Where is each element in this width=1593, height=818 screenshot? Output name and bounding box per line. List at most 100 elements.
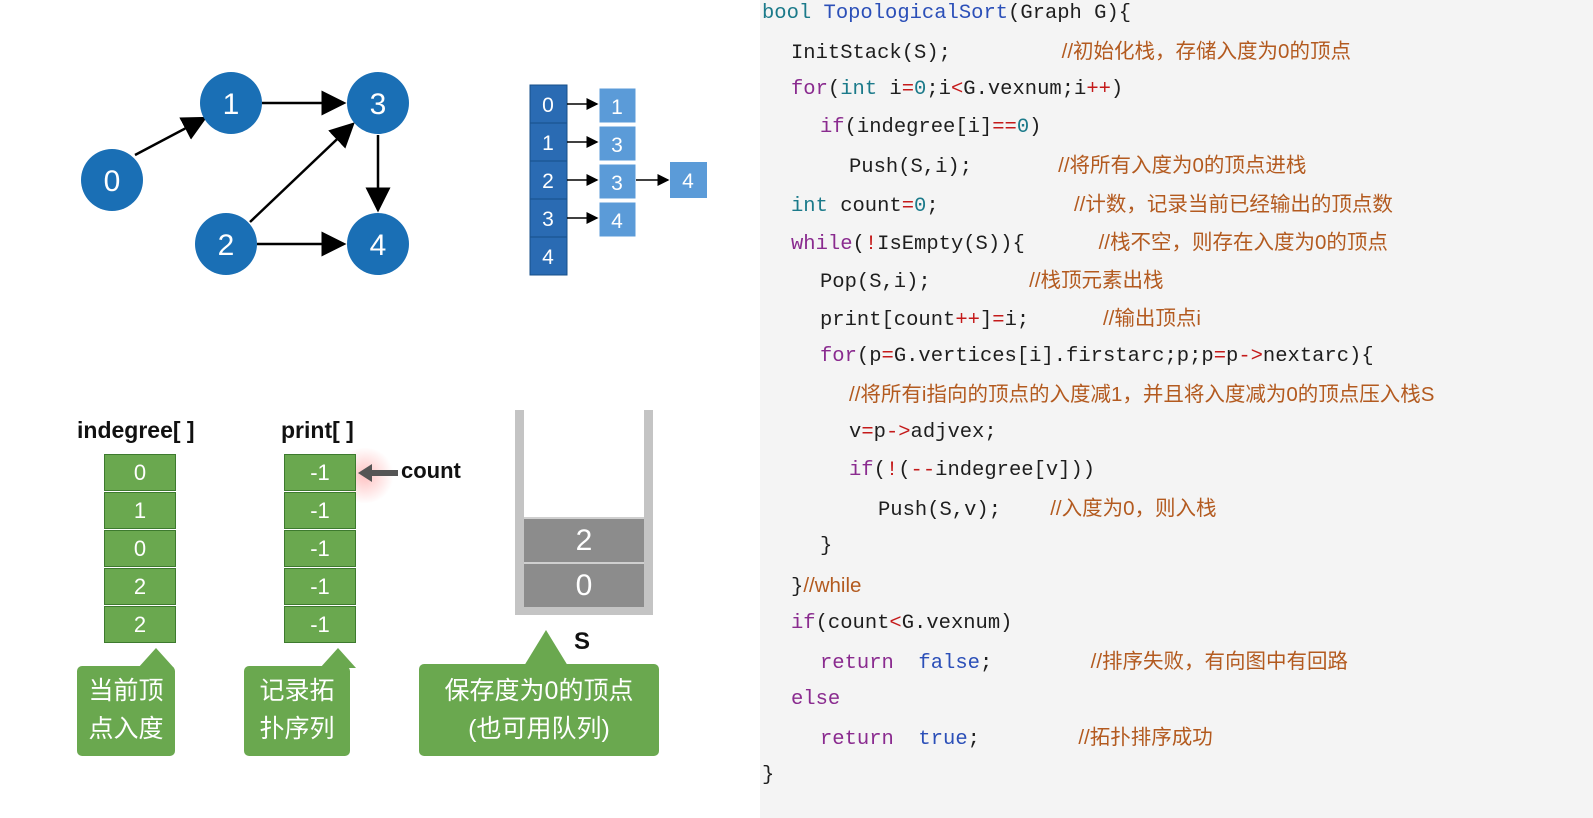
indegree-title: indegree[ ] [77, 417, 195, 443]
adj-arc-nodes: 1 3 3 4 [598, 87, 637, 238]
code-line: if(count<G.vexnum) [791, 612, 1012, 636]
code-token: //拓扑排序成功 [1078, 725, 1213, 749]
code-line: while(!IsEmpty(S)){ //栈不空，则存在入度为0的顶点 [791, 231, 1388, 257]
adj-index-1: 1 [542, 132, 554, 155]
code-token: ; [967, 727, 1079, 751]
code-token: -> [1238, 344, 1263, 368]
code-token: nextarc){ [1262, 344, 1374, 368]
code-token: i [877, 78, 902, 102]
code-token: ++ [1086, 78, 1111, 102]
stack-item: 2 [524, 517, 644, 562]
code-token: false [918, 651, 980, 675]
code-token: = [861, 421, 874, 445]
callout-pointer [138, 648, 174, 668]
print-cell: -1 [284, 568, 356, 605]
code-token: } [791, 575, 804, 599]
directed-graph: 0 1 2 3 4 [81, 72, 409, 275]
indegree-cell: 0 [104, 454, 176, 491]
code-token: ( [873, 459, 886, 483]
print-callout: 记录拓 扑序列 [244, 666, 350, 756]
code-token: ( [827, 78, 841, 102]
edge-0-1 [134, 116, 208, 157]
code-line: Push(S,i); //将所有入度为0的顶点进栈 [849, 154, 1306, 180]
adj-arc-2: 3 [611, 172, 623, 195]
code-token: G.vexnum) [901, 611, 1013, 635]
graph-node-1: 1 [200, 72, 262, 134]
indegree-cell: 2 [104, 606, 176, 643]
diagram-panel: 0 1 2 3 4 0 [0, 0, 760, 818]
svg-text:4: 4 [370, 229, 387, 262]
code-token: 0 [914, 78, 927, 102]
code-line: return false; //排序失败，有向图中有回路 [820, 650, 1348, 676]
code-token: print[count [820, 308, 956, 332]
code-token: (count [815, 611, 890, 635]
code-token: count [827, 194, 902, 218]
code-token: ! [864, 232, 878, 256]
stack-callout: 保存度为0的顶点 (也可用队列) [419, 664, 659, 756]
code-token: p [1226, 344, 1239, 368]
svg-text:0: 0 [104, 165, 121, 198]
code-token: 0 [1016, 116, 1030, 140]
stack-label: S [574, 628, 591, 655]
code-token: = [992, 308, 1005, 332]
svg-text:3: 3 [370, 88, 387, 121]
code-token: -> [885, 421, 911, 445]
print-cell: -1 [284, 454, 356, 491]
graph-node-2: 2 [195, 213, 257, 275]
code-token: < [950, 78, 964, 102]
code-token: = [901, 194, 915, 218]
code-token: //初始化栈，存储入度为0的顶点 [1061, 40, 1351, 64]
code-token: } [820, 535, 833, 559]
count-pointer-arrow-icon [358, 464, 398, 482]
code-token: = [901, 78, 915, 102]
code-token: //栈顶元素出栈 [1029, 268, 1164, 292]
code-token: ] [979, 308, 993, 332]
code-line: return true; //拓扑排序成功 [820, 726, 1213, 752]
indegree-callout: 当前顶 点入度 [77, 666, 175, 756]
code-token: for [791, 78, 828, 102]
adj-index-3: 3 [542, 208, 554, 231]
code-token: ) [1110, 78, 1124, 102]
graph-node-4: 4 [347, 213, 409, 275]
code-token: < [889, 611, 902, 635]
print-cell: -1 [284, 530, 356, 567]
code-token: int [840, 78, 878, 102]
code-line: }//while [791, 574, 861, 600]
code-line: Pop(S,i); //栈顶元素出栈 [820, 269, 1164, 295]
code-token: i; [1004, 308, 1103, 332]
code-token: return [820, 727, 894, 751]
adj-index-column: 0 1 2 3 4 [529, 84, 568, 276]
code-token: for [820, 344, 857, 368]
code-token: if [849, 459, 874, 483]
code-token: -- [910, 459, 936, 483]
code-line: Push(S,v); //入度为0，则入栈 [878, 497, 1217, 523]
code-line: else [791, 688, 840, 712]
adjacency-list: 0 1 2 3 4 1 3 3 4 4 [529, 84, 707, 276]
code-line: if(!(--indegree[v])) [849, 459, 1095, 483]
code-token: Push(S,v); [878, 499, 1051, 523]
code-token: = [1213, 344, 1226, 368]
adj-arc-extra: 4 [682, 170, 694, 193]
code-token: InitStack(S); [791, 42, 1062, 66]
edge-2-3 [249, 122, 355, 223]
code-token: = [881, 344, 894, 368]
code-token: v [849, 421, 862, 445]
adj-index-2: 2 [542, 170, 554, 193]
stack-item: 0 [524, 562, 644, 607]
stack-container: 2 0 [515, 410, 653, 615]
code-line: InitStack(S); //初始化栈，存储入度为0的顶点 [791, 40, 1351, 66]
code-line: int count=0; //计数，记录当前已经输出的顶点数 [791, 193, 1393, 219]
code-token: else [791, 687, 841, 711]
print-title: print[ ] [281, 417, 354, 443]
code-token: (Graph G){ [1008, 2, 1132, 25]
code-token: G.vertices[i].firstarc;p;p [893, 344, 1214, 368]
code-token: ; [926, 194, 1074, 218]
graph-node-0: 0 [81, 149, 143, 211]
code-token: p [873, 421, 886, 445]
code-token: Pop(S,i); [820, 270, 1030, 294]
indegree-cell: 2 [104, 568, 176, 605]
print-cell: -1 [284, 606, 356, 643]
callout-pointer [524, 630, 568, 666]
callout-pointer [320, 648, 356, 668]
svg-text:2: 2 [218, 229, 235, 262]
